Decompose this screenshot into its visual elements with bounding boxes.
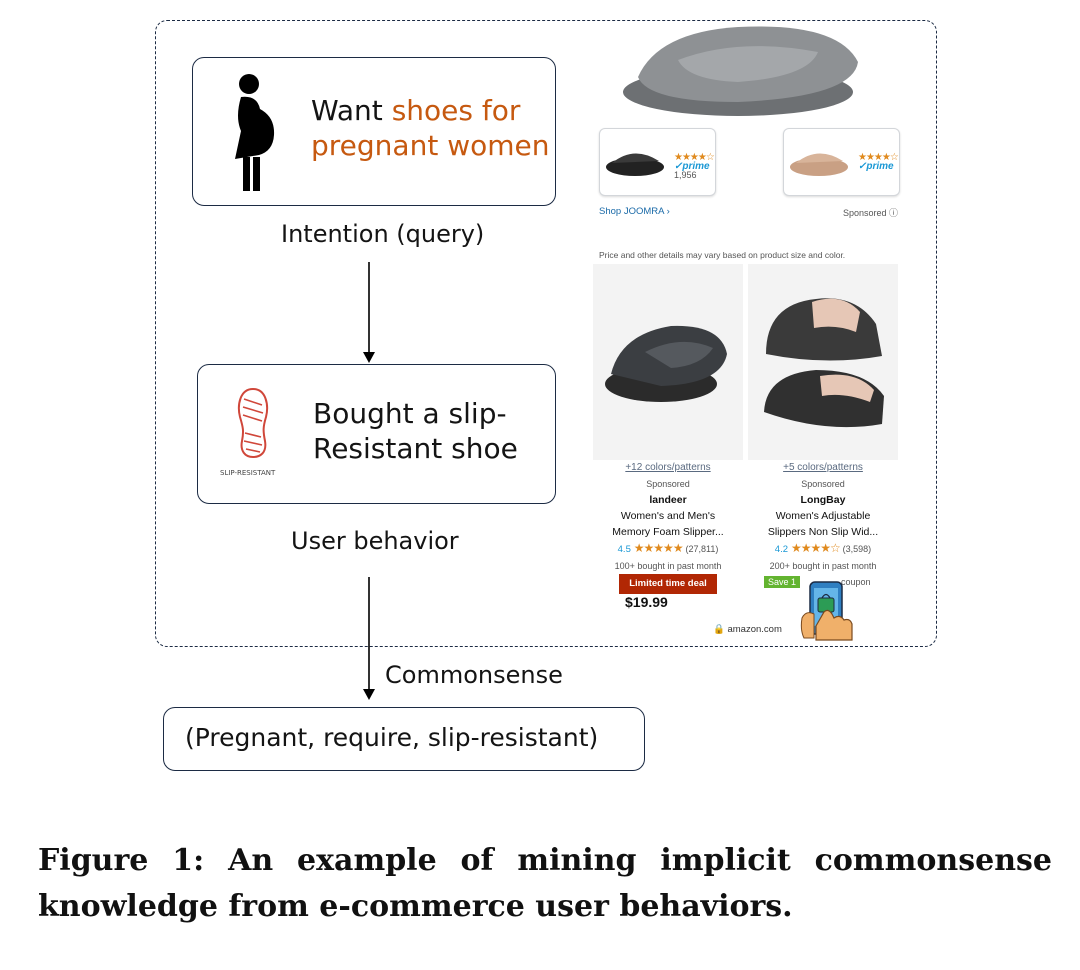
arrow-behavior-to-commonsense bbox=[363, 577, 375, 700]
commonsense-triple-box: (Pregnant, require, slip-resistant) bbox=[163, 707, 645, 771]
card1-deal-badge: Limited time deal bbox=[619, 574, 717, 594]
product-slide-image bbox=[623, 26, 858, 116]
memory-foam-slipper-icon bbox=[605, 325, 727, 402]
query-prefix: Want bbox=[311, 94, 392, 127]
product-card-longbay[interactable]: +5 colors/patterns Sponsored LongBay Wom… bbox=[748, 264, 898, 590]
card2-rating: 4.2 bbox=[774, 544, 789, 555]
card2-bought: 200+ bought in past month bbox=[769, 561, 877, 571]
card1-sponsored: Sponsored bbox=[646, 479, 690, 489]
card1-brand: landeer bbox=[649, 494, 687, 506]
behavior-line-2: Resistant shoe bbox=[313, 432, 518, 465]
behavior-label: User behavior bbox=[291, 527, 459, 555]
price-disclaimer: Price and other details may vary based o… bbox=[599, 250, 846, 260]
slip-resistant-shoe-icon bbox=[237, 387, 269, 459]
thumb2-stars: ★★★★☆ bbox=[858, 152, 899, 163]
pregnant-woman-icon bbox=[235, 74, 275, 191]
card2-coupon: coupon bbox=[840, 577, 871, 587]
url-bar: 🔒 amazon.com bbox=[713, 624, 782, 635]
card1-title-1[interactable]: Women's and Men's bbox=[620, 510, 716, 522]
product-image-longbay bbox=[748, 264, 898, 460]
card1-title-2[interactable]: Memory Foam Slipper... bbox=[612, 526, 724, 538]
card2-sponsored: Sponsored bbox=[801, 479, 845, 489]
shop-link[interactable]: Shop JOOMRA › bbox=[599, 206, 670, 217]
card1-stars: ★★★★★ bbox=[633, 541, 684, 555]
figure-caption: Figure 1: An example of mining implicit … bbox=[38, 843, 1052, 924]
thumb1-stars: ★★★★☆ bbox=[674, 152, 715, 163]
sponsored-tag: Sponsored ⓘ bbox=[843, 208, 899, 218]
card2-colors-link[interactable]: +5 colors/patterns bbox=[783, 462, 863, 473]
query-highlight-2: pregnant women bbox=[311, 129, 550, 162]
thumb1-count: 1,956 bbox=[674, 170, 697, 180]
card1-reviews: (27,811) bbox=[685, 544, 719, 554]
product-thumb-black[interactable]: ★★★★☆ 1,956 ✓prime bbox=[599, 128, 716, 196]
tan-slide-icon bbox=[790, 153, 848, 176]
product-thumb-tan[interactable]: ★★★★☆ ✓prime bbox=[783, 128, 900, 196]
query-highlight-1: shoes for bbox=[391, 94, 521, 127]
arrow-query-to-behavior bbox=[363, 262, 375, 363]
product-card-landeer[interactable]: +12 colors/patterns Sponsored landeer Wo… bbox=[593, 264, 743, 610]
behavior-line-1: Bought a slip- bbox=[313, 397, 507, 430]
behavior-group-frame bbox=[155, 20, 937, 647]
commonsense-triple: (Pregnant, require, slip-resistant) bbox=[185, 723, 599, 752]
adjustable-slipper-icon bbox=[764, 298, 884, 428]
mobile-shopping-icon bbox=[800, 581, 853, 641]
amazon-product-screenshot: ★★★★☆ 1,956 ✓prime ★★★★☆ ✓prime Shop JOO… bbox=[593, 22, 903, 642]
thumb2-prime: ✓prime bbox=[858, 161, 894, 172]
product-image-landeer bbox=[593, 264, 743, 460]
card2-stars: ★★★★☆ bbox=[790, 541, 841, 555]
intention-label: Intention (query) bbox=[281, 220, 485, 248]
slip-resistant-caption: SLIP-RESISTANT bbox=[220, 469, 276, 477]
thumb1-prime: ✓prime bbox=[674, 161, 710, 172]
commonsense-label: Commonsense bbox=[385, 661, 563, 689]
card2-save-badge: Save 1 bbox=[764, 576, 801, 588]
behavior-box: SLIP-RESISTANT Bought a slip- Resistant … bbox=[197, 364, 556, 504]
card2-title-2[interactable]: Slippers Non Slip Wid... bbox=[767, 526, 879, 538]
black-slide-icon bbox=[606, 153, 664, 176]
card2-title-1[interactable]: Women's Adjustable bbox=[775, 510, 871, 522]
card2-brand: LongBay bbox=[800, 494, 846, 506]
card1-bought: 100+ bought in past month bbox=[614, 561, 722, 571]
card1-colors-link[interactable]: +12 colors/patterns bbox=[625, 462, 711, 473]
intention-box: Want shoes for pregnant women bbox=[192, 57, 556, 206]
card1-rating: 4.5 bbox=[617, 544, 631, 555]
card1-price: $19.99 bbox=[625, 594, 668, 610]
card2-reviews: (3,598) bbox=[842, 544, 872, 554]
